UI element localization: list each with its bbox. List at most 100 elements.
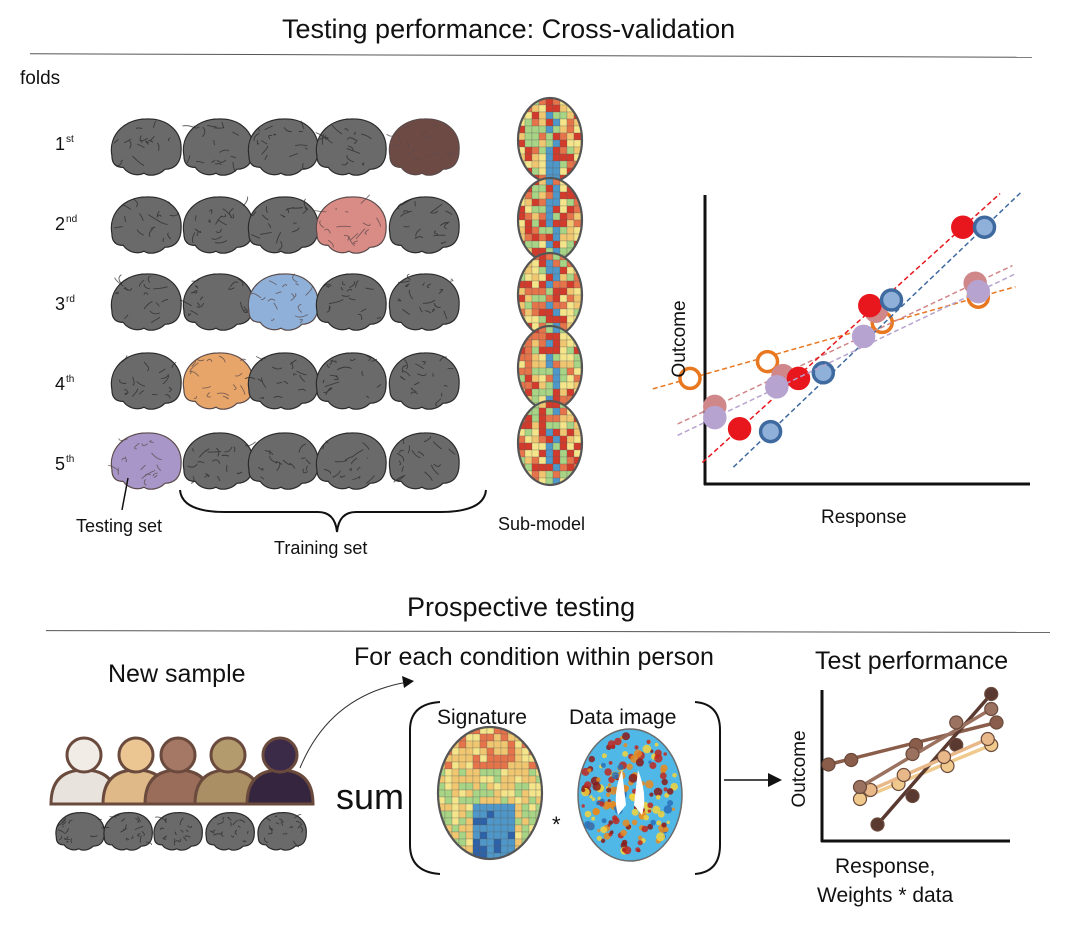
heat-tile: [580, 315, 582, 324]
heat-tile: [479, 796, 488, 805]
heat-tile: [518, 98, 526, 106]
activation-blob: [607, 783, 612, 787]
heat-tile: [559, 428, 568, 437]
heat-tile: [500, 733, 509, 742]
heat-tile: [479, 733, 488, 742]
cv-plot-ylabel: Outcome: [669, 300, 690, 378]
heat-tile: [514, 782, 523, 791]
heat-tile: [573, 367, 582, 376]
activation-blob: [637, 835, 643, 840]
heat-tile: [472, 775, 481, 784]
heat-tile: [545, 339, 554, 348]
heat-tile: [486, 768, 495, 777]
heat-tile: [545, 456, 554, 465]
heat-tile: [531, 367, 540, 376]
heat-tile: [566, 132, 575, 141]
heat-tile: [479, 747, 488, 756]
heat-tile: [552, 146, 561, 155]
brain-outline: [315, 432, 387, 490]
heat-tile: [566, 118, 575, 127]
brain-outline: [315, 196, 387, 254]
heat-tile: [573, 477, 582, 485]
heat-tile: [514, 796, 523, 805]
heat-tile: [580, 470, 582, 479]
heat-tile: [524, 98, 533, 106]
heat-tile: [559, 198, 568, 207]
heat-tile: [531, 294, 540, 303]
heat-tile: [545, 226, 554, 235]
data-point: [966, 279, 991, 304]
heat-tile: [524, 233, 533, 242]
heat-tile: [545, 294, 554, 303]
train-fold-brain: [388, 352, 460, 410]
heat-tile: [552, 280, 561, 289]
heat-tile: [531, 184, 540, 193]
brain-gyri: [244, 441, 311, 480]
heat-tile: [528, 803, 537, 812]
prospective-title: Prospective testing: [407, 592, 636, 622]
heat-tile: [451, 768, 460, 777]
fit-line: [701, 193, 1001, 463]
heat-tile: [518, 401, 526, 409]
heat-tile: [438, 733, 446, 742]
heat-tile: [566, 456, 575, 465]
heat-tile: [573, 104, 582, 113]
testing-set-label: Testing set: [76, 516, 163, 536]
heat-tile: [552, 240, 561, 249]
heat-tile: [559, 388, 568, 397]
heat-tile: [458, 768, 467, 777]
heat-tile: [545, 266, 554, 275]
heat-tile: [528, 810, 537, 819]
heat-tile: [566, 374, 575, 383]
activation-blob: [649, 762, 657, 769]
test-fold-brain: [108, 432, 182, 490]
data-point: [951, 215, 975, 239]
heat-tile: [573, 259, 582, 268]
heat-tile: [559, 308, 568, 317]
heat-tile: [552, 421, 561, 430]
activation-blob: [609, 786, 618, 795]
heat-tile: [531, 198, 540, 207]
heat-tile: [566, 212, 575, 221]
heat-tile: [451, 775, 460, 784]
fit-line: [652, 286, 1016, 390]
activation-blob: [611, 771, 619, 780]
heat-tile: [538, 219, 547, 228]
heat-tile: [472, 803, 481, 812]
heat-tile: [559, 233, 568, 242]
heat-tile: [531, 273, 540, 282]
fold-label-5: 5th: [55, 454, 75, 474]
heat-tile: [479, 838, 488, 847]
fit-line: [677, 273, 1016, 437]
heat-tile: [552, 104, 561, 113]
heat-tile: [524, 456, 533, 465]
train-fold-brain: [315, 273, 387, 331]
heat-tile: [472, 747, 481, 756]
heat-tile: [559, 139, 568, 148]
heat-tile: [545, 111, 554, 120]
heat-tile: [552, 367, 561, 376]
heat-tile: [573, 167, 582, 176]
test-point: [870, 817, 885, 832]
train-fold-brain: [315, 352, 387, 410]
heat-tile: [507, 761, 516, 770]
heat-tile: [458, 761, 467, 770]
heat-tile: [524, 280, 533, 289]
brain-gyri: [101, 814, 153, 846]
activation-blob: [604, 768, 612, 776]
heat-tile: [538, 332, 547, 341]
activation-blob: [647, 823, 654, 830]
heat-tile: [531, 167, 540, 176]
heat-tile: [531, 146, 540, 155]
activation-blob: [601, 753, 607, 759]
heat-tile: [580, 346, 582, 355]
heat-tile: [545, 428, 554, 437]
brain-gyri: [251, 273, 313, 324]
heat-tile: [521, 810, 530, 819]
heat-tile: [535, 727, 542, 735]
heat-tile: [531, 139, 540, 148]
heat-tile: [559, 470, 568, 479]
train-fold-brain: [244, 432, 319, 490]
brain-gyri: [393, 435, 456, 483]
data-point: [678, 366, 702, 391]
